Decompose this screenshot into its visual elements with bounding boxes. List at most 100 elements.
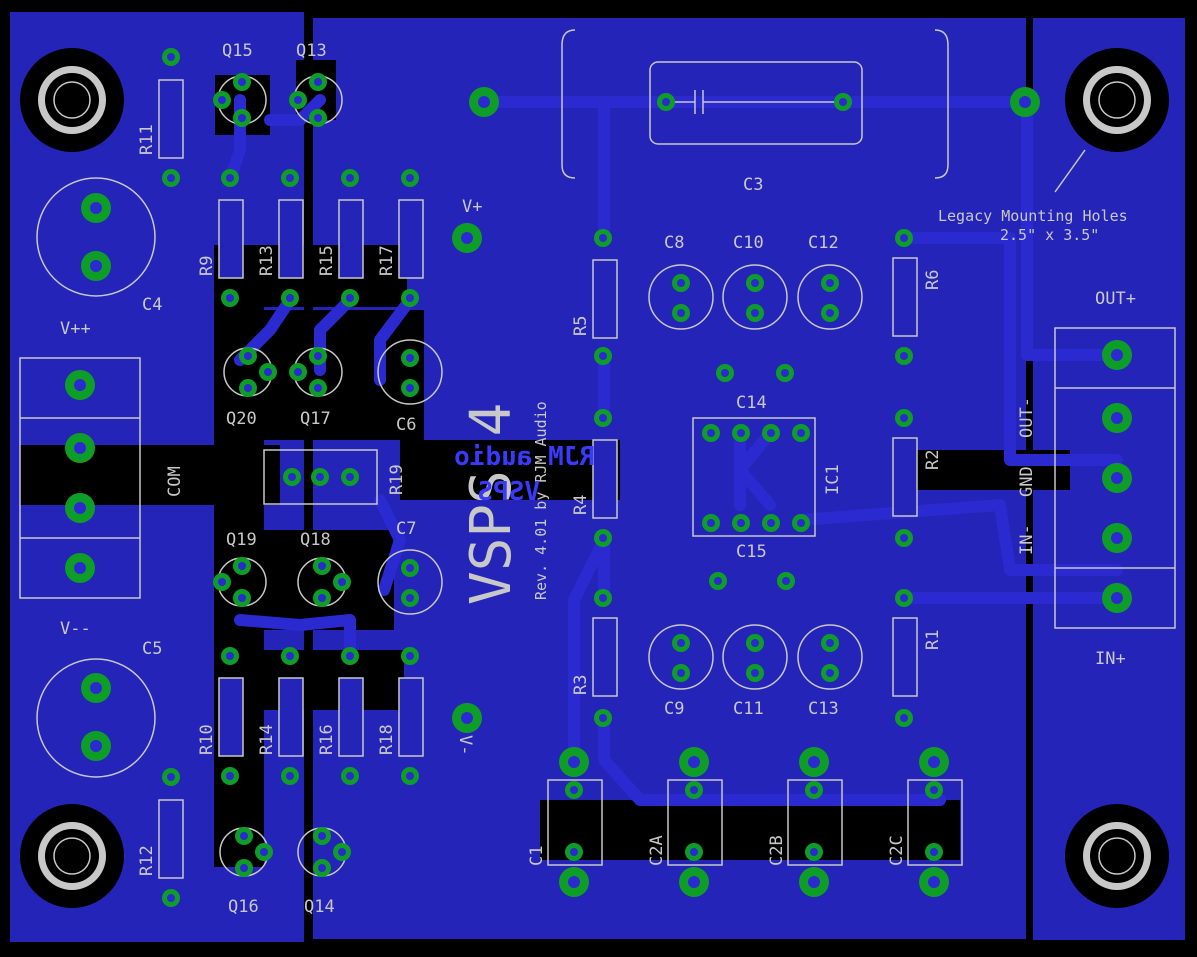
drill-hole	[167, 894, 175, 902]
drill-hole	[406, 354, 414, 362]
drill-hole	[751, 279, 759, 287]
drill-hole	[737, 429, 745, 437]
drill-hole	[599, 352, 607, 360]
connector-label-out-plus: OUT+	[1095, 289, 1136, 309]
drill-hole	[90, 682, 102, 694]
drill-hole	[318, 594, 326, 602]
drill-hole	[226, 174, 234, 182]
label-r19: R19	[387, 464, 407, 495]
drill-hole	[1111, 592, 1123, 604]
label-r14: R14	[257, 724, 277, 755]
connector-label-gnd: GND	[1017, 466, 1037, 497]
drill-hole	[900, 594, 908, 602]
board-title: VSPS 4	[459, 403, 524, 605]
c2b-outline	[787, 779, 843, 866]
drill-hole	[406, 772, 414, 780]
drill-hole	[244, 352, 252, 360]
connector-label-out-minus: OUT-	[1017, 397, 1037, 438]
drill-hole	[461, 712, 473, 724]
label-q15: Q15	[222, 41, 253, 61]
drill-hole	[461, 232, 473, 244]
drill-hole	[406, 594, 414, 602]
label-c9: C9	[664, 699, 684, 719]
mounting-note-line2: 2.5" x 3.5"	[1000, 226, 1099, 244]
label-c2c: C2C	[887, 835, 907, 866]
drill-hole	[568, 756, 580, 768]
drill-hole	[900, 234, 908, 242]
mirrored-bottom-text: RJM audio VSPS	[454, 442, 595, 507]
drill-hole	[167, 53, 175, 61]
test-point-label-v-minus: V-	[455, 735, 475, 755]
drill-hole	[238, 114, 246, 122]
drill-hole	[338, 848, 346, 856]
drill-hole	[677, 309, 685, 317]
drill-hole	[930, 786, 938, 794]
drill-hole	[767, 519, 775, 527]
connector-outline-right	[1054, 327, 1176, 629]
label-r5: R5	[571, 316, 591, 336]
drill-hole	[839, 98, 847, 106]
drill-hole	[1111, 349, 1123, 361]
label-r4: R4	[571, 495, 591, 515]
drill-hole	[677, 639, 685, 647]
drill-hole	[677, 279, 685, 287]
c3-body	[649, 61, 863, 145]
drill-hole	[218, 578, 226, 586]
mirrored-brand: RJM audio	[454, 442, 595, 472]
drill-hole	[826, 639, 834, 647]
drill-hole	[318, 562, 326, 570]
drill-hole	[406, 174, 414, 182]
drill-hole	[318, 864, 326, 872]
drill-hole	[751, 639, 759, 647]
label-r15: R15	[317, 245, 337, 276]
label-c13: C13	[808, 699, 839, 719]
board-revision: Rev. 4.01 by RJM Audio	[532, 401, 550, 600]
ic1-outline	[692, 417, 816, 537]
label-r13: R13	[257, 245, 277, 276]
label-c6: C6	[396, 415, 416, 435]
label-c11: C11	[733, 699, 764, 719]
drill-hole	[782, 577, 790, 585]
label-c2a: C2A	[647, 835, 667, 866]
r19-outline	[263, 449, 378, 505]
drill-hole	[318, 832, 326, 840]
drill-hole	[74, 562, 86, 574]
drill-hole	[314, 352, 322, 360]
drill-hole	[690, 848, 698, 856]
drill-hole	[751, 669, 759, 677]
drill-hole	[599, 234, 607, 242]
c1-outline	[547, 779, 603, 866]
drill-hole	[286, 652, 294, 660]
label-q13: Q13	[296, 41, 327, 61]
c2a-outline	[667, 779, 723, 866]
drill-hole	[714, 577, 722, 585]
label-c15: C15	[736, 542, 767, 562]
drill-hole	[928, 756, 940, 768]
drill-hole	[808, 756, 820, 768]
label-c4: C4	[142, 295, 162, 315]
label-r17: R17	[377, 245, 397, 276]
drill-hole	[286, 772, 294, 780]
electrolytic-outlines	[377, 264, 863, 690]
drill-hole	[568, 876, 580, 888]
drill-hole	[478, 96, 490, 108]
drill-hole	[737, 519, 745, 527]
drill-hole	[226, 652, 234, 660]
drill-hole	[226, 294, 234, 302]
drill-hole	[346, 772, 354, 780]
drill-hole	[406, 652, 414, 660]
connector-label-vpp: V++	[60, 319, 91, 339]
drill-hole	[286, 294, 294, 302]
drill-hole	[406, 294, 414, 302]
c4-outline	[36, 177, 156, 297]
drill-hole	[810, 786, 818, 794]
label-c2b: C2B	[767, 835, 787, 866]
drill-hole	[688, 756, 700, 768]
label-r3: R3	[571, 675, 591, 695]
drill-hole	[240, 832, 248, 840]
drill-hole	[1111, 472, 1123, 484]
label-r9: R9	[197, 256, 217, 276]
drill-hole	[570, 848, 578, 856]
label-q14: Q14	[304, 897, 335, 917]
